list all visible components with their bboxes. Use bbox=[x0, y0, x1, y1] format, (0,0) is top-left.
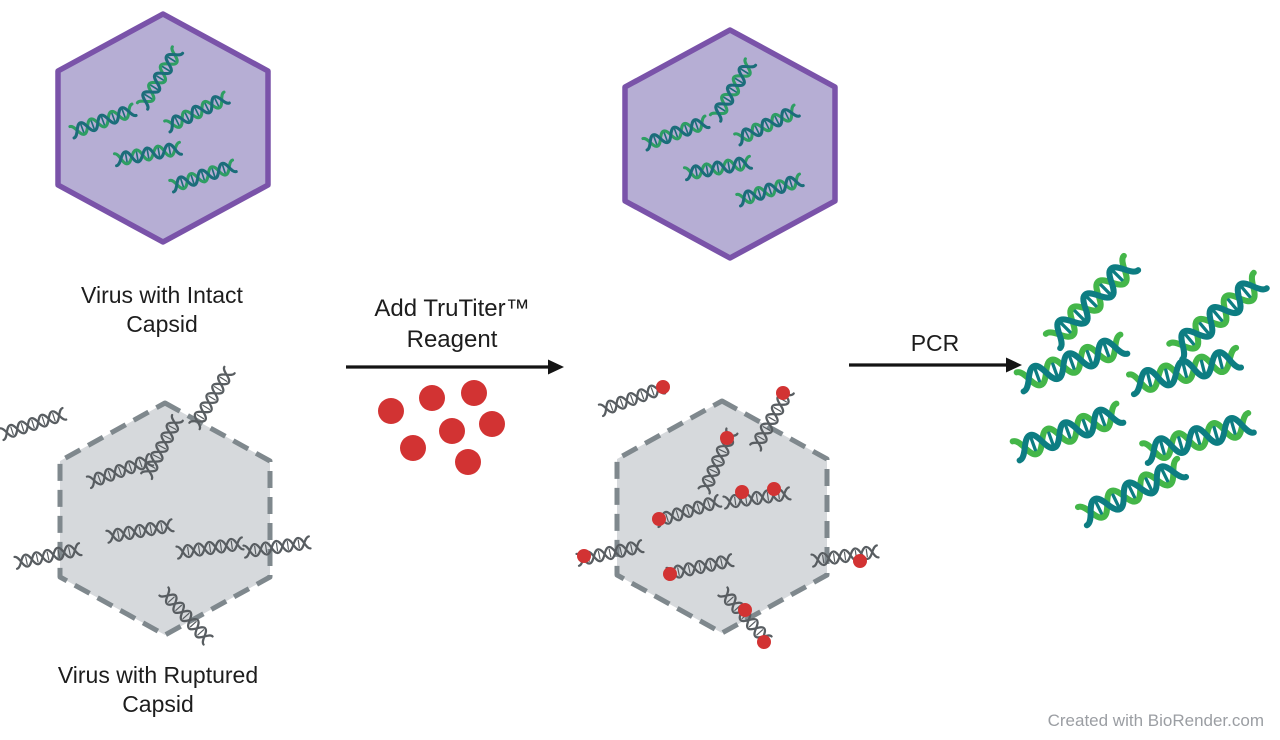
intact-virus-before bbox=[55, 11, 271, 245]
pcr-arrow bbox=[849, 357, 1022, 373]
intact-capsid-hexagon bbox=[55, 11, 271, 245]
intact-virus-after bbox=[622, 27, 838, 261]
reagent-bound-dot bbox=[663, 567, 677, 581]
reagent-dot bbox=[455, 449, 481, 475]
reagent-dot bbox=[419, 385, 445, 411]
reagent-dot bbox=[461, 380, 487, 406]
ruptured-capsid-hexagon bbox=[57, 400, 273, 638]
intact-capsid-hexagon bbox=[622, 27, 838, 261]
reagent-dot bbox=[378, 398, 404, 424]
ruptured-virus-before bbox=[0, 366, 311, 645]
reagent-bound-dot bbox=[853, 554, 867, 568]
reagent-bound-dot bbox=[577, 549, 591, 563]
reagent-bound-dot bbox=[767, 482, 781, 496]
amplified-dna-helix-icon bbox=[1045, 255, 1139, 349]
amplified-dna-cluster bbox=[1012, 255, 1267, 526]
reagent-bound-dot bbox=[720, 431, 734, 445]
reagent-bound-dot bbox=[757, 635, 771, 649]
reagent-dots bbox=[378, 380, 505, 475]
reagent-dot bbox=[439, 418, 465, 444]
amplified-dna-helix-icon bbox=[1142, 413, 1254, 463]
dna-helix-icon bbox=[0, 408, 67, 440]
amplified-dna-helix-icon bbox=[1169, 272, 1267, 360]
reagent-bound-dot bbox=[735, 485, 749, 499]
reagent-bound-dot bbox=[738, 603, 752, 617]
add-reagent-arrow-label: Add TruTiter™ Reagent bbox=[374, 295, 530, 353]
amplified-dna-helix-icon bbox=[1012, 403, 1124, 461]
reagent-dot bbox=[400, 435, 426, 461]
reagent-dot bbox=[479, 411, 505, 437]
arrow-head bbox=[1006, 357, 1022, 373]
pcr-arrow-label: PCR bbox=[910, 330, 960, 356]
arrow-head bbox=[548, 359, 564, 375]
dna-helix-icon bbox=[598, 382, 666, 416]
amplified-dna-helix-icon bbox=[1077, 458, 1187, 526]
reagent-bound-dot bbox=[652, 512, 666, 526]
add-reagent-arrow bbox=[346, 359, 564, 375]
amplified-dna-helix-icon bbox=[1016, 334, 1128, 392]
reagent-bound-dots bbox=[577, 380, 867, 649]
intact-capsid-label: Virus with Intact Capsid bbox=[81, 282, 243, 337]
reagent-bound-dot bbox=[776, 386, 790, 400]
reagent-bound-dot bbox=[656, 380, 670, 394]
ruptured-capsid-label: Virus with Ruptured Capsid bbox=[57, 662, 259, 717]
ruptured-virus-after bbox=[576, 380, 879, 649]
biorender-watermark: Created with BioRender.com bbox=[1047, 711, 1264, 730]
dna-helix-icon bbox=[189, 366, 235, 430]
